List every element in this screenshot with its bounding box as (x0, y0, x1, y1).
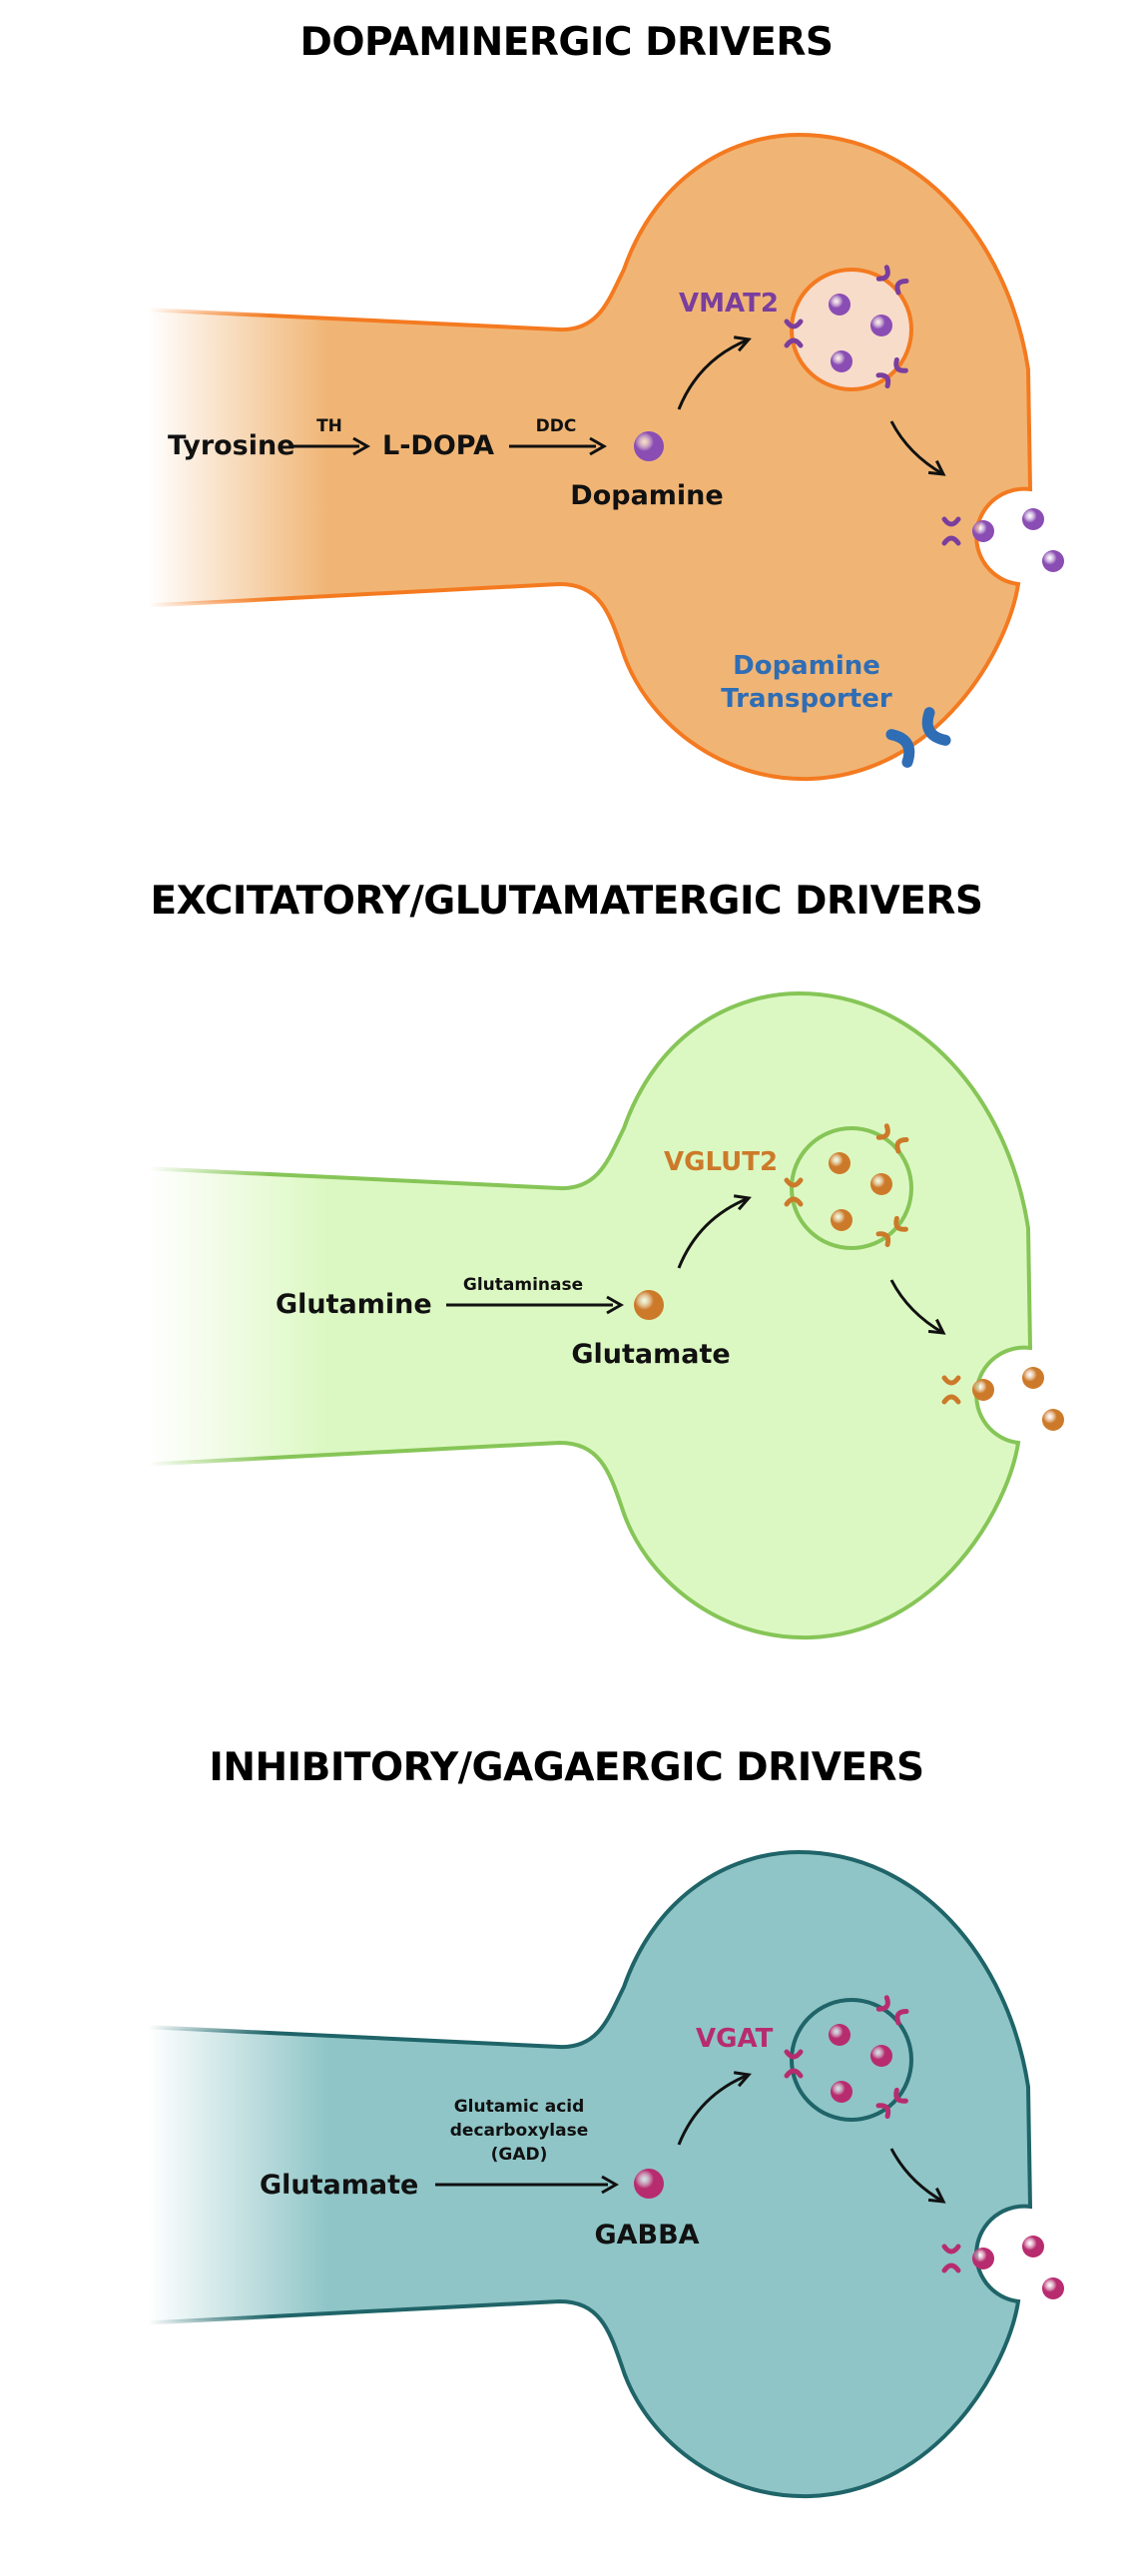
precursor-label: Glutamate (260, 2170, 418, 2201)
receptor-icon (784, 2049, 804, 2079)
dopamine-transporter-icon (885, 707, 951, 768)
pathway-arrow (291, 436, 371, 456)
pathway-arrow (509, 436, 608, 456)
panel-title: INHIBITORY/GAGAERGIC DRIVERS (209, 1745, 924, 1790)
intermediate-label: L-DOPA (382, 430, 494, 461)
enzyme-label: DDC (536, 416, 577, 436)
receptor-icon (875, 1215, 908, 1248)
neurotransmitter-molecule (1042, 550, 1064, 572)
axon-terminal-shape (80, 1849, 1033, 2499)
receptor-icon (875, 265, 909, 296)
product-label: Dopamine (570, 480, 723, 511)
neurotransmitter-molecule (831, 350, 852, 372)
neurotransmitter-molecule (1022, 1367, 1044, 1389)
product-molecule (634, 431, 664, 461)
panel-title: DOPAMINERGIC DRIVERS (299, 20, 834, 65)
enzyme-label: Glutamic acid (454, 2097, 585, 2117)
neuron-diagram-dopaminergic: Tyrosine TH L-DOPA DDC Dopamine VMAT2Dopamine… (70, 132, 1064, 782)
product-molecule (634, 2169, 664, 2199)
neurotransmitter-molecule (1022, 2236, 1044, 2257)
neurotransmitter-molecule (870, 315, 892, 336)
neurotransmitter-molecule (829, 2024, 850, 2046)
neurotransmitter-molecule (972, 520, 994, 542)
neurotransmitter-molecule (1022, 508, 1044, 530)
arrow-to-release (889, 1279, 946, 1335)
receptor-icon (875, 1995, 909, 2026)
receptor-icon (941, 2244, 961, 2273)
receptor-icon (784, 1177, 804, 1207)
left-edge-mask (70, 2017, 86, 2334)
synaptic-vesicle (790, 1998, 913, 2122)
receptor-icon (941, 516, 961, 546)
pathway-arrow (435, 2175, 620, 2195)
enzyme-label: (GAD) (491, 2145, 548, 2165)
precursor-label: Glutamine (276, 1289, 432, 1320)
neurotransmitter-molecule (972, 1379, 994, 1401)
transporter-label: VMAT2 (679, 289, 779, 319)
neurotransmitter-molecule (831, 1209, 852, 1231)
synaptic-vesicle (790, 1126, 913, 1250)
neurotransmitter-molecule (829, 1152, 850, 1174)
panel-dopaminergic: DOPAMINERGIC DRIVERS Tyrosine TH L-DOPA DDC… (0, 0, 1133, 859)
neurotransmitter-molecule (870, 2045, 892, 2067)
arrow-to-vesicle (677, 1194, 752, 1269)
receptor-icon (941, 1375, 961, 1405)
arrow-to-vesicle (677, 335, 752, 410)
neurotransmitter-molecule (1042, 1409, 1064, 1431)
product-label: GABBA (594, 2220, 699, 2251)
neuron-diagram-gabaergic: Glutamate Glutamic acid decarboxylase (GAD)… (70, 1849, 1064, 2499)
arrow-to-release (889, 2148, 946, 2204)
neurotransmitter-molecule (1042, 2277, 1064, 2299)
receptor-icon (875, 1123, 909, 1154)
product-molecule (634, 1290, 664, 1320)
left-edge-mask (70, 1158, 86, 1476)
transporter-label: VGLUT2 (664, 1147, 778, 1177)
enzyme-label: decarboxylase (450, 2121, 588, 2141)
receptor-icon (784, 319, 804, 348)
enzyme-label: TH (316, 416, 342, 436)
neurotransmitter-molecule (870, 1173, 892, 1195)
transporter-label: VGAT (696, 2024, 774, 2054)
reuptake-transporter-label: Transporter (721, 684, 892, 714)
receptor-icon (875, 2087, 908, 2120)
neurotransmitter-molecule (972, 2248, 994, 2269)
synaptic-vesicle (790, 268, 913, 391)
neurotransmitter-molecule (829, 294, 850, 316)
reuptake-transporter-label: Dopamine (733, 651, 880, 681)
precursor-label: Tyrosine (168, 430, 295, 461)
panel-glutamatergic: EXCITATORY/GLUTAMATERGIC DRIVERS Glutami… (0, 859, 1133, 1717)
arrow-to-release (889, 420, 946, 476)
neurotransmitter-molecule (831, 2081, 852, 2103)
axon-terminal-shape (80, 990, 1033, 1640)
receptor-icon (875, 356, 908, 389)
product-label: Glutamate (571, 1339, 730, 1370)
panel-title: EXCITATORY/GLUTAMATERGIC DRIVERS (150, 879, 983, 924)
pathway-arrow (446, 1295, 625, 1315)
arrow-to-vesicle (677, 2071, 752, 2146)
enzyme-label: Glutaminase (463, 1275, 583, 1295)
left-edge-mask (70, 300, 86, 617)
